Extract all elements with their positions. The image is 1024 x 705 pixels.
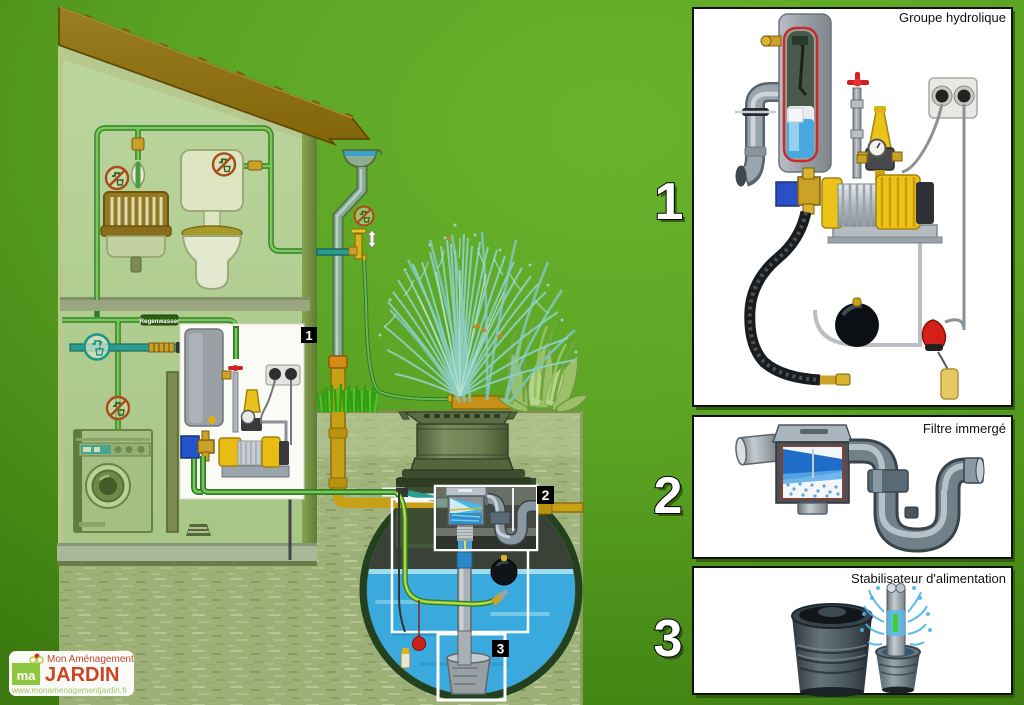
svg-text:2: 2 — [657, 470, 686, 528]
svg-text:www.monamenagementjardin.fr: www.monamenagementjardin.fr — [11, 686, 127, 695]
svg-text:ma: ma — [17, 668, 37, 683]
svg-text:3: 3 — [654, 610, 683, 668]
svg-text:2: 2 — [542, 487, 550, 503]
svg-text:Mon Aménagement: Mon Aménagement — [47, 654, 134, 665]
svg-text:Regenwasser: Regenwasser — [140, 318, 180, 325]
svg-text:JARDIN: JARDIN — [45, 664, 119, 686]
svg-text:Stabilisateur d'alimentation: Stabilisateur d'alimentation — [851, 571, 1006, 586]
svg-text:1: 1 — [305, 328, 312, 343]
svg-text:1: 1 — [658, 176, 687, 234]
svg-text:2: 2 — [654, 467, 683, 525]
svg-text:1: 1 — [655, 173, 684, 231]
svg-text:3: 3 — [657, 613, 686, 671]
svg-text:Groupe hydrolique: Groupe hydrolique — [899, 10, 1006, 25]
svg-text:3: 3 — [497, 642, 505, 657]
svg-text:Filtre immergé: Filtre immergé — [923, 421, 1006, 436]
